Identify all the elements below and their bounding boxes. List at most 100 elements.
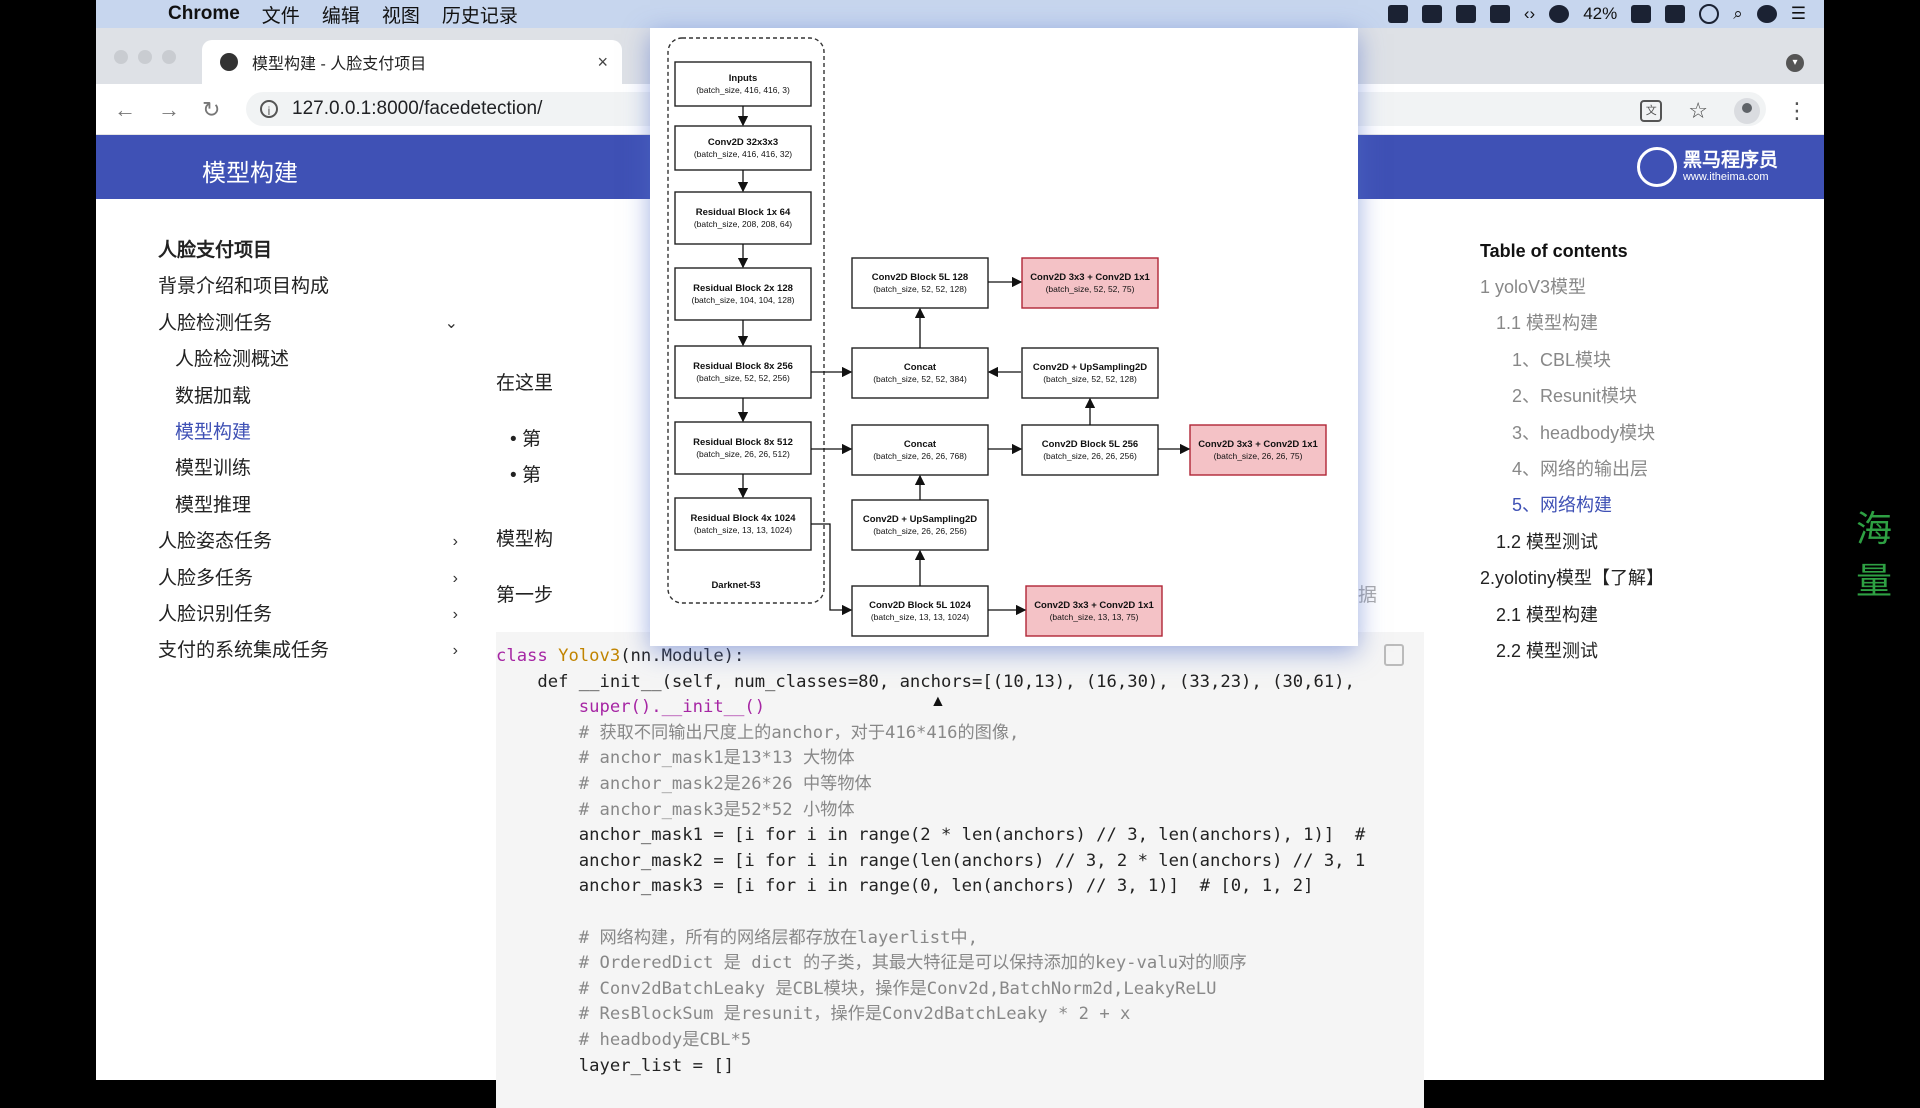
url-text[interactable]: 127.0.0.1:8000/facedetection/ <box>292 98 543 119</box>
spotlight-search-icon[interactable]: ⌕ <box>1733 4 1743 23</box>
back-arrow-icon[interactable]: ← <box>114 97 136 122</box>
sidebar-item-face-pose[interactable]: 人脸姿态任务 › <box>158 524 458 560</box>
darknet-group-outline <box>667 37 825 604</box>
block-title: Residual Block 1x 64 <box>696 207 791 218</box>
sidebar-item-payment-integration[interactable]: 支付的系统集成任务 › <box>158 633 458 669</box>
chevron-right-icon[interactable]: › <box>452 533 458 551</box>
sidebar-item-background[interactable]: 背景介绍和项目构成 <box>158 269 458 305</box>
backbone-block-inputs: Inputs (batch_size, 416, 416, 3) <box>674 61 812 107</box>
clock-icon[interactable] <box>1699 4 1720 24</box>
battery-percent: 42% <box>1583 4 1618 23</box>
bookmark-star-icon[interactable]: ☆ <box>1688 98 1708 123</box>
toc-item[interactable]: 1 yoloV3模型 <box>1480 277 1587 297</box>
close-window-button[interactable] <box>114 50 128 64</box>
copy-icon[interactable] <box>1384 644 1404 666</box>
forward-arrow-icon[interactable]: → <box>158 97 180 122</box>
sidebar-item-label: 人脸识别任务 <box>158 603 273 625</box>
block-shape: (batch_size, 416, 416, 32) <box>694 149 792 159</box>
toc-item-active[interactable]: 5、网络构建 <box>1512 495 1613 516</box>
grid-status-icon[interactable] <box>1489 5 1510 23</box>
toc-item[interactable]: 2.1 模型构建 <box>1496 604 1599 625</box>
minimize-window-button[interactable] <box>138 50 152 64</box>
block-shape: (batch_size, 208, 208, 64) <box>694 219 792 229</box>
toc-item[interactable]: 3、headbody模块 <box>1512 422 1656 443</box>
content-bullet: • 第 <box>510 465 541 486</box>
menu-file[interactable]: 文件 <box>261 5 300 27</box>
chevron-right-icon[interactable]: › <box>452 569 458 587</box>
cast-status-icon[interactable] <box>1421 5 1442 23</box>
darknet-label: Darknet-53 <box>711 580 760 591</box>
browser-tab-active[interactable]: 模型构建 - 人脸支付项目 × <box>202 40 622 84</box>
sidebar-item-detection-overview[interactable]: 人脸检测概述 <box>158 342 458 378</box>
menu-edit[interactable]: 编辑 <box>321 5 360 27</box>
block-title: Conv2D Block 5L 128 <box>872 272 968 283</box>
block-shape: (batch_size, 13, 13, 75) <box>1050 612 1139 622</box>
profile-avatar-icon[interactable] <box>1734 98 1760 124</box>
sidebar-item-label: 人脸多任务 <box>158 567 254 589</box>
toc-item[interactable]: 2.yolotiny模型【了解】 <box>1480 568 1665 589</box>
menu-history[interactable]: 历史记录 <box>441 5 518 27</box>
layout-status-icon[interactable] <box>1455 5 1476 23</box>
block-shape: (batch_size, 52, 52, 75) <box>1046 284 1135 294</box>
sidebar-item-model-build[interactable]: 模型构建 <box>158 415 458 451</box>
brand-logo-icon <box>1636 147 1677 187</box>
sidebar-item-label: 支付的系统集成任务 <box>158 640 330 662</box>
battery-icon[interactable] <box>1631 5 1652 23</box>
control-center-icon[interactable]: ☰ <box>1790 4 1806 23</box>
tab-search-icon[interactable]: ▾ <box>1786 54 1804 72</box>
site-info-icon[interactable]: i <box>260 100 278 118</box>
more-menu-icon[interactable]: ⋮ <box>1786 98 1808 123</box>
mouse-cursor-icon: ▲ <box>930 693 946 710</box>
sidebar-item-face-multitask[interactable]: 人脸多任务 › <box>158 561 458 597</box>
toc-item[interactable]: 2.2 模型测试 <box>1496 640 1599 661</box>
block-title: Inputs <box>729 73 758 84</box>
block-shape: (batch_size, 52, 52, 256) <box>696 373 790 383</box>
sidebar-item-face-recognition[interactable]: 人脸识别任务 › <box>158 597 458 633</box>
siri-icon[interactable] <box>1756 5 1777 23</box>
block-title: Conv2D 3x3 + Conv2D 1x1 <box>1198 439 1318 450</box>
code-comment: # Conv2dBatchLeaky 是CBL模块，操作是Conv2d,Batc… <box>578 978 1217 999</box>
sidebar-item-model-infer[interactable]: 模型推理 <box>158 488 458 524</box>
toc-item[interactable]: 1.2 模型测试 <box>1496 531 1599 552</box>
chevron-down-icon[interactable]: ⌄ <box>444 314 458 332</box>
toc-item[interactable]: 4、网络的输出层 <box>1512 458 1649 479</box>
reload-icon[interactable]: ↻ <box>202 97 221 122</box>
block-title: Residual Block 8x 512 <box>693 437 793 448</box>
bookmark-status-icon[interactable] <box>1387 5 1408 23</box>
toc-item[interactable]: 2、Resunit模块 <box>1512 386 1638 407</box>
brand-logo[interactable]: 黑马程序员 www.itheima.com <box>1636 147 1778 187</box>
mid-block-conv5l-1024: Conv2D Block 5L 1024 (batch_size, 13, 13… <box>851 585 989 637</box>
sidebar-item-label: 人脸姿态任务 <box>158 531 273 553</box>
code-block[interactable]: class Yolov3(nn.Module): def __init__(se… <box>496 632 1424 1108</box>
wifi-icon[interactable] <box>1549 5 1570 23</box>
sidebar-item-label: 背景介绍和项目构成 <box>158 276 330 298</box>
code-comment: # anchor_mask2是26*26 中等物体 <box>578 773 872 794</box>
backbone-block-res8-256: Residual Block 8x 256 (batch_size, 52, 5… <box>674 345 812 399</box>
block-shape: (batch_size, 52, 52, 128) <box>873 284 967 294</box>
apple-icon[interactable] <box>124 3 144 25</box>
chevron-right-icon[interactable]: › <box>452 642 458 660</box>
toc-item[interactable]: 1、CBL模块 <box>1512 349 1612 370</box>
menu-view[interactable]: 视图 <box>381 5 420 27</box>
code-line: def __init__(self, num_classes=80, ancho… <box>537 671 1355 692</box>
block-title: Conv2D Block 5L 256 <box>1042 439 1138 450</box>
block-title: Concat <box>904 362 937 373</box>
zoom-window-button[interactable] <box>162 50 176 64</box>
chrome-window: 模型构建 - 人脸支付项目 × ▾ ← → ↻ i 127.0.0.1:8000… <box>96 28 1824 1108</box>
chevron-right-icon[interactable]: › <box>452 605 458 623</box>
backbone-block-res1: Residual Block 1x 64 (batch_size, 208, 2… <box>674 191 812 245</box>
sidebar-item-project[interactable]: 人脸支付项目 <box>158 233 458 269</box>
sidebar-item-data-loading[interactable]: 数据加载 <box>158 379 458 415</box>
diagram-image-popup[interactable]: Darknet-53 Inputs (batch_size, 416, 416,… <box>650 28 1358 646</box>
sidebar-item-face-detection[interactable]: 人脸检测任务⌄ <box>158 306 458 342</box>
tab-close-icon[interactable]: × <box>597 51 608 72</box>
sidebar-item-model-train[interactable]: 模型训练 <box>158 451 458 487</box>
code-text: class Yolov3(nn.Module): def __init__(se… <box>496 632 1424 1079</box>
toc-item[interactable]: 1.1 模型构建 <box>1496 313 1599 334</box>
block-title: Residual Block 8x 256 <box>693 361 793 372</box>
translate-icon[interactable]: 文 <box>1640 100 1663 122</box>
s-app-icon[interactable] <box>1665 5 1686 23</box>
block-shape: (batch_size, 13, 13, 1024) <box>694 525 792 535</box>
menu-app-chrome[interactable]: Chrome <box>168 3 240 24</box>
code-status-icon[interactable]: ‹› <box>1523 4 1536 23</box>
